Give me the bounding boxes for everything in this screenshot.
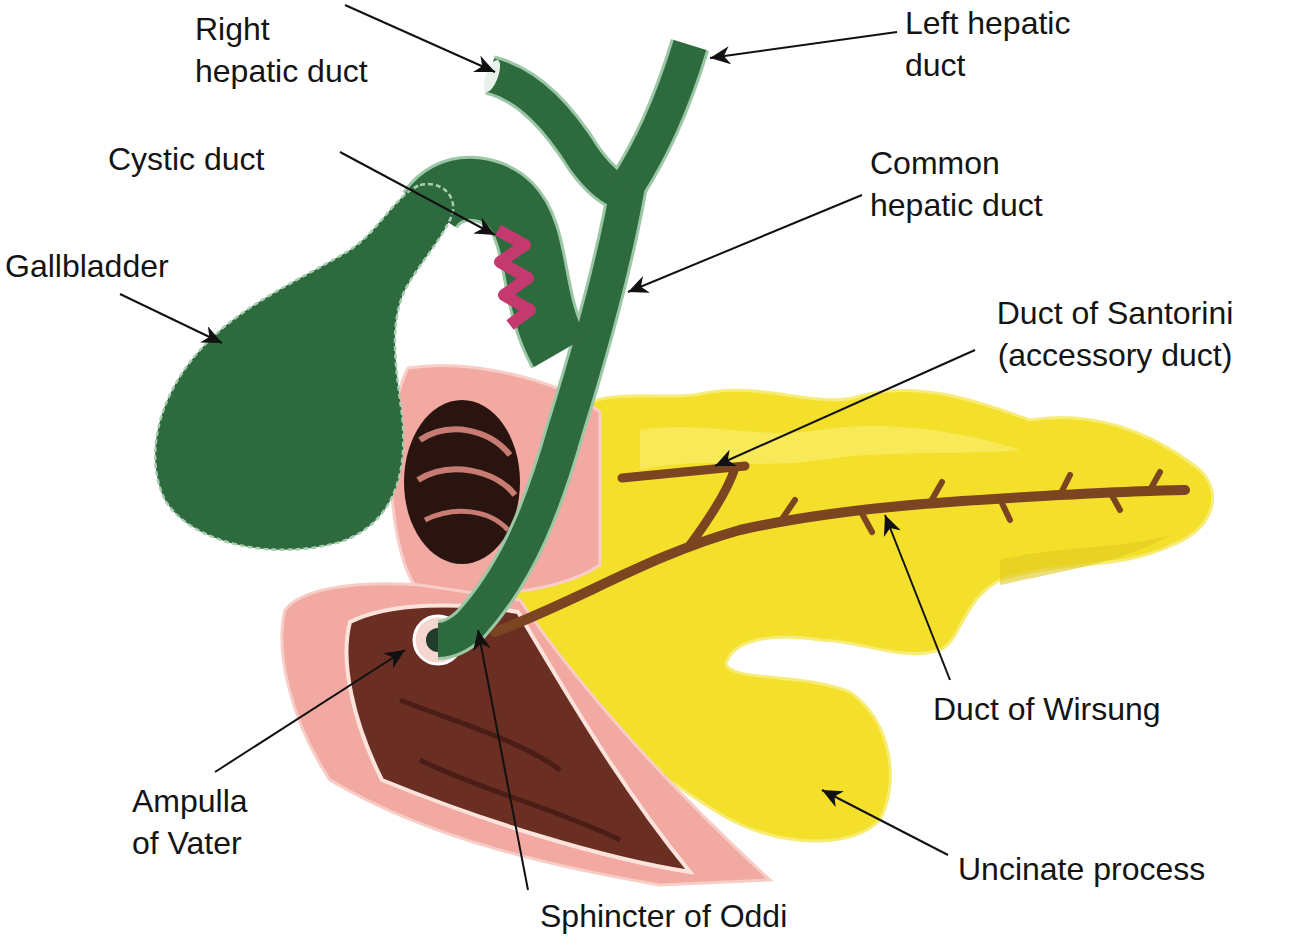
duct-branch xyxy=(930,482,942,503)
part-label: Gallbladder xyxy=(5,245,225,287)
leader-line xyxy=(710,32,897,58)
duct-branch xyxy=(1060,475,1070,495)
left-hepatic-duct xyxy=(628,45,690,185)
spiral-valve xyxy=(498,230,530,325)
leader-line xyxy=(340,152,495,235)
part-label: Uncinate process xyxy=(958,848,1278,890)
duct-branches xyxy=(780,472,1160,532)
duct-branch xyxy=(860,510,872,532)
gallbladder xyxy=(155,184,453,550)
leader-line xyxy=(478,630,528,890)
leader-lines xyxy=(120,5,975,890)
part-label: Duct of Santorini (accessory duct) xyxy=(985,292,1245,376)
leader-line xyxy=(215,650,405,772)
leader-line xyxy=(715,350,975,466)
pancreas-shadow xyxy=(1000,535,1170,585)
lumen-fold xyxy=(418,469,515,495)
lumen-fold xyxy=(425,511,508,530)
duodenum-fold xyxy=(420,760,620,840)
duodenum-lower xyxy=(282,584,770,885)
duodenum-lumen xyxy=(404,400,520,564)
duct-branch xyxy=(780,500,795,522)
duct-cut-end xyxy=(481,58,504,94)
biliary-tree xyxy=(430,45,690,640)
pancreas-highlight xyxy=(640,426,1020,470)
duct-branch xyxy=(1150,472,1160,490)
lumen-fold xyxy=(420,429,510,455)
leader-line xyxy=(822,790,948,855)
duodenum-interior xyxy=(347,605,690,872)
duct-branch xyxy=(1110,492,1120,510)
part-label: Common hepatic duct xyxy=(870,142,1050,226)
part-label: Sphincter of Oddi xyxy=(540,895,870,937)
part-label: Cystic duct xyxy=(108,138,368,180)
part-label: Left hepatic duct xyxy=(905,2,1105,86)
part-label: Duct of Wirsung xyxy=(933,688,1233,730)
part-label: Ampulla of Vater xyxy=(132,780,272,864)
leader-line xyxy=(120,294,222,343)
duct-branch xyxy=(1000,499,1010,520)
duct-outline xyxy=(628,45,690,185)
duct-of-santorini xyxy=(622,466,745,545)
part-label: Right hepatic duct xyxy=(195,8,375,92)
leader-line xyxy=(628,195,862,292)
leader-line xyxy=(885,515,950,680)
duct-of-wirsung xyxy=(495,490,1185,632)
